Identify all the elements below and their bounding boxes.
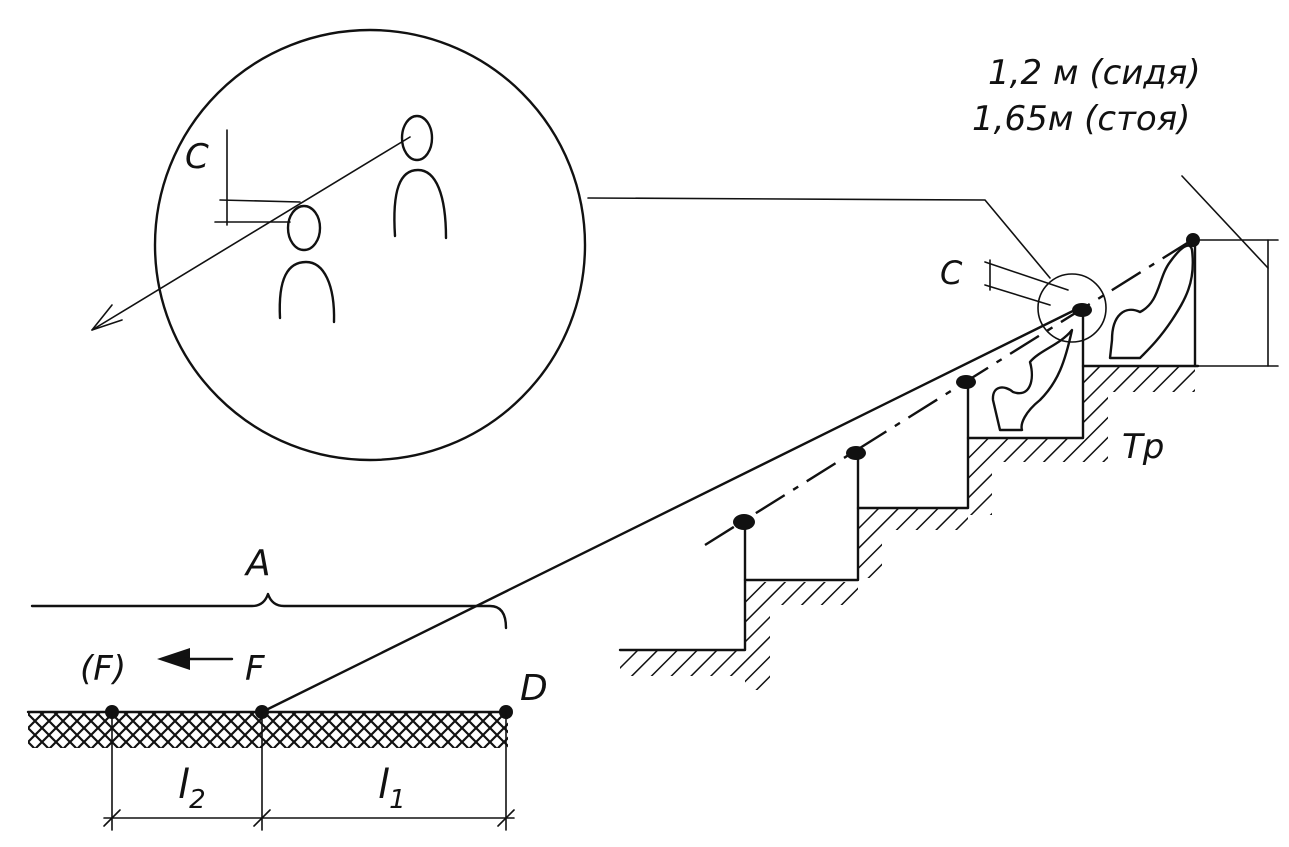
sightline-to-focus	[260, 303, 1087, 714]
point-f-left-label: (F)	[80, 649, 126, 689]
inset-circle	[153, 28, 587, 462]
l2-label: l2	[178, 762, 206, 815]
brace-a	[30, 592, 508, 630]
length-dimensions: l2 l1	[103, 711, 515, 831]
step-hatch-3	[858, 508, 968, 578]
c-detail-circle	[1037, 273, 1107, 343]
step-outline	[618, 364, 1200, 652]
inset-leader-line	[587, 197, 1051, 279]
c-main-label: C	[940, 254, 963, 292]
l1-label: l1	[378, 762, 406, 815]
rear-spectator-head	[400, 114, 434, 162]
eye-point-1	[733, 514, 755, 530]
sightline-eye-points	[704, 238, 1193, 547]
seated-spectator-front	[991, 328, 1074, 432]
front-spectator-head	[286, 204, 322, 252]
step-hatch-4	[968, 438, 1083, 515]
step-hatch-2	[745, 582, 858, 690]
f-arrow-icon	[157, 648, 190, 670]
span-a-label: A	[244, 543, 271, 584]
c-dimension-main: C	[940, 254, 1107, 343]
rear-spectator-body	[393, 168, 448, 240]
eye-point-2	[846, 446, 866, 460]
field-ground	[26, 705, 513, 748]
seated-spectator-rear	[1108, 244, 1194, 360]
point-d-label: D	[520, 668, 548, 709]
point-f-label: F	[245, 649, 265, 689]
eye-point-5	[1186, 233, 1200, 247]
eye-height-seated-label: 1,2 м (сидя)	[988, 53, 1201, 93]
span-a-brace: A	[30, 543, 508, 630]
l-tick-2	[253, 809, 271, 827]
f-direction: (F) F D	[80, 648, 548, 709]
tribune-steps	[618, 238, 1200, 690]
ground-crosshatch	[28, 712, 508, 748]
eye-point-3	[956, 375, 976, 389]
row-label: Тр	[1122, 427, 1164, 467]
inset-detail: C	[91, 28, 1051, 462]
l-tick-3	[497, 809, 515, 827]
eye-points	[733, 233, 1200, 530]
inset-ray-arrow	[91, 304, 123, 331]
c-inset-label: C	[185, 137, 209, 177]
height-dimension	[1181, 175, 1279, 367]
step-hatch-5	[1083, 366, 1195, 462]
height-leader	[1181, 175, 1269, 269]
c-main-top	[984, 261, 1069, 291]
l-tick-1	[103, 809, 121, 827]
eye-height-standing-label: 1,65м (стоя)	[972, 99, 1190, 139]
step-hatch-1	[620, 650, 745, 676]
front-spectator-body	[278, 260, 336, 324]
inset-sight-ray	[91, 136, 411, 331]
eye-point-4	[1072, 303, 1092, 317]
c-dim-top	[219, 199, 301, 203]
